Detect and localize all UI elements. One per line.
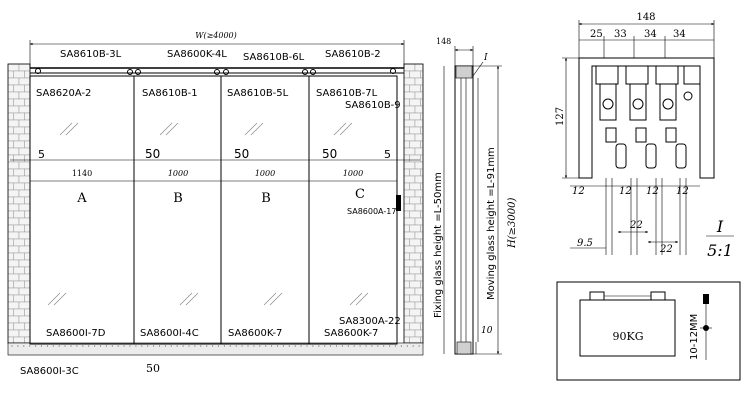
detail-offset-2: 22 <box>659 244 673 255</box>
detail-scale: 5:1 <box>707 241 733 260</box>
front-view <box>7 40 424 356</box>
top-label-3: SA8610B-6L <box>243 52 305 63</box>
moving-glass-label: Moving glass height =L-91mm <box>486 147 497 300</box>
panel-label-c: C <box>355 187 365 202</box>
detail-offset-1: 22 <box>629 220 643 231</box>
detail-width: 148 <box>636 12 655 23</box>
floor-label: SA8600I-3C <box>20 366 79 377</box>
load-box <box>556 281 741 381</box>
bottom-label-3: SA8600K-7 <box>228 328 282 339</box>
detail-seg-3: 34 <box>644 29 657 40</box>
gap-b2: 50 <box>234 147 249 161</box>
rail-label-2: SA8610B-1 <box>142 88 198 99</box>
top-label-2: SA8600K-4L <box>167 49 227 60</box>
top-label-4: SA8610B-2 <box>325 49 381 60</box>
glass-panel-a <box>29 75 135 345</box>
width-c: 1000 <box>343 169 363 178</box>
left-wall <box>7 63 31 345</box>
detail-gap-2: 12 <box>619 186 632 197</box>
panel-label-b2: B <box>261 191 271 206</box>
section-top-dim: 148 <box>436 37 451 46</box>
width-b1: 1000 <box>168 169 188 178</box>
detail-gap-1: 12 <box>572 186 585 197</box>
glass-range: 10-12MM <box>689 314 700 360</box>
detail-gap-3: 12 <box>646 186 659 197</box>
detail-view <box>562 20 734 255</box>
section-view <box>443 46 502 355</box>
detail-seg-4: 34 <box>673 29 686 40</box>
glass-panel-b1 <box>133 75 222 345</box>
height-label: H(≥3000) <box>507 198 518 249</box>
detail-edge: 9.5 <box>577 238 593 249</box>
gap-c: 50 <box>322 147 337 161</box>
floor-dim: 50 <box>146 362 160 375</box>
fixing-glass-label: Fixing glass height =L-50mm <box>433 172 444 318</box>
glass-panel-b2 <box>220 75 310 345</box>
top-fittings <box>35 68 396 75</box>
gap-b1: 50 <box>145 147 160 161</box>
handle-label: SA8600A-17 <box>347 207 396 216</box>
panel-label-a: A <box>76 191 87 206</box>
bottom-label-5: SA8600K-7 <box>324 328 378 339</box>
rail-label-5: SA8610B-9 <box>345 100 401 111</box>
total-width-label: W(≥4000) <box>195 31 237 40</box>
width-a: 1140 <box>72 169 92 178</box>
handle <box>396 195 401 211</box>
top-label-1: SA8610B-3L <box>60 49 122 60</box>
panel-label-b1: B <box>173 191 183 206</box>
load-weight: 90KG <box>612 330 643 343</box>
floor <box>7 342 424 356</box>
rail-label-1: SA8620A-2 <box>36 88 91 99</box>
right-wall <box>403 63 424 345</box>
detail-gap-4: 12 <box>676 186 689 197</box>
bottom-dim: 10 <box>481 326 493 336</box>
detail-seg-1: 25 <box>590 29 603 40</box>
gap-end: 5 <box>384 148 391 161</box>
gap-a: 5 <box>38 148 45 161</box>
rail-label-4: SA8610B-7L <box>316 88 378 99</box>
width-b2: 1000 <box>255 169 275 178</box>
section-label-i: I <box>483 53 488 63</box>
detail-height: 127 <box>555 107 566 126</box>
floor-texture <box>11 345 420 347</box>
bottom-label-2: SA8600I-4C <box>140 328 199 339</box>
detail-label-i: I <box>716 217 724 236</box>
bottom-label-1: SA8600I-7D <box>46 328 106 339</box>
detail-seg-2: 33 <box>614 29 627 40</box>
bottom-label-4: SA8300A-22 <box>339 316 401 327</box>
rail-label-3: SA8610B-5L <box>227 88 289 99</box>
